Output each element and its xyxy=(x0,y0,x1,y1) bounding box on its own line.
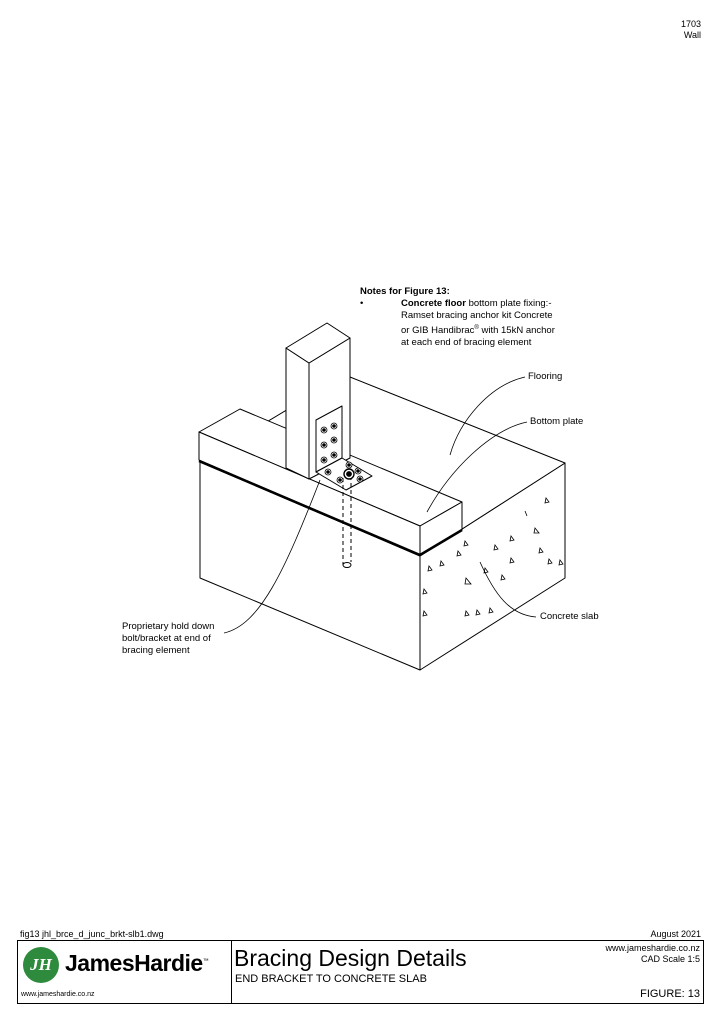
notes-bold: Concrete floor xyxy=(401,298,466,309)
stud-top xyxy=(285,322,351,364)
label-hold-down-3: bracing element xyxy=(122,645,190,656)
registered-mark: ® xyxy=(474,325,479,331)
label-bottom-plate: Bottom plate xyxy=(530,416,584,427)
drawing-filename: fig13 jhl_brce_d_junc_brkt-slb1.dwg xyxy=(20,929,164,939)
jh-logo-icon: JH xyxy=(23,947,59,983)
notes-title: Notes for Figure 13: xyxy=(360,286,450,297)
notes-line3-post: with 15kN anchor xyxy=(478,325,555,337)
notes-line3-pre: or GIB Handibrac xyxy=(401,325,475,337)
label-concrete-slab: Concrete slab xyxy=(540,611,599,622)
website: www.jameshardie.co.nz xyxy=(605,943,700,953)
issue-date: August 2021 xyxy=(650,929,701,939)
label-hold-down: Proprietary hold down bolt/bracket at en… xyxy=(122,621,214,657)
notes-block: Notes for Figure 13: • Concrete floor bo… xyxy=(360,286,600,349)
logo-cell: JH JamesHardie™ www.jameshardie.co.nz xyxy=(18,941,232,1003)
trademark: ™ xyxy=(202,958,209,965)
brand-text: JamesHardie xyxy=(65,950,203,976)
title-block: JH JamesHardie™ www.jameshardie.co.nz Br… xyxy=(17,940,704,1004)
drawing-title: Bracing Design Details xyxy=(234,945,467,971)
figure-number: FIGURE: 13 xyxy=(640,988,700,1000)
notes-bullet: • xyxy=(360,298,364,309)
notes-line2: Ramset bracing anchor kit Concrete xyxy=(401,310,553,321)
section-name: Wall xyxy=(683,30,701,40)
label-hold-down-2: bolt/bracket at end of xyxy=(122,633,211,644)
stud-front xyxy=(285,347,310,480)
drawing-subtitle: END BRACKET TO CONCRETE SLAB xyxy=(235,973,427,985)
brand-name: JamesHardie™ xyxy=(65,950,209,977)
notes-line4: at each end of bracing element xyxy=(401,337,532,349)
brand-url: www.jameshardie.co.nz xyxy=(21,991,95,998)
cad-scale: CAD Scale 1:5 xyxy=(640,954,700,964)
label-hold-down-1: Proprietary hold down xyxy=(122,621,215,632)
notes-line1: bottom plate fixing:- xyxy=(465,298,552,309)
doc-number: 1703 xyxy=(680,19,701,29)
label-flooring: Flooring xyxy=(528,371,563,382)
